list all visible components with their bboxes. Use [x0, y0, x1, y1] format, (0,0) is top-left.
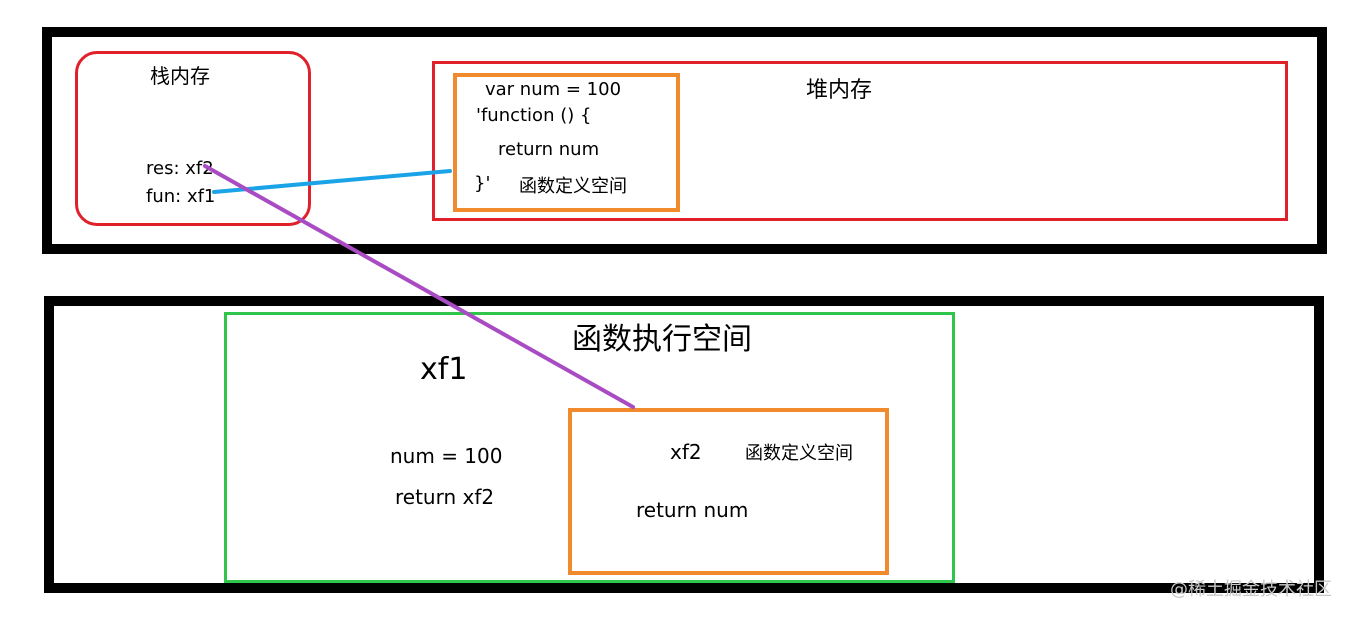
stack-fun-entry: fun: xf1	[146, 186, 216, 207]
stack-memory-box	[75, 51, 311, 226]
execution-function-name: xf1	[420, 352, 468, 387]
inner-function-definition-caption: 函数定义空间	[745, 443, 853, 464]
heap-memory-box	[432, 61, 1288, 221]
inner-function-name: xf2	[670, 440, 702, 464]
heap-code-line-3: return num	[498, 139, 600, 160]
execution-line-2: return xf2	[395, 485, 495, 509]
stack-memory-title: 栈内存	[150, 64, 210, 88]
inner-function-body: return num	[636, 498, 749, 522]
heap-function-definition-caption: 函数定义空间	[519, 176, 627, 197]
execution-line-1: num = 100	[390, 444, 503, 468]
stack-res-entry: res: xf2	[146, 158, 214, 179]
inner-function-definition-box	[568, 408, 889, 575]
heap-code-line-1: var num = 100	[485, 79, 622, 100]
heap-code-line-4: }'	[474, 173, 491, 194]
heap-memory-title: 堆内存	[806, 78, 873, 103]
function-execution-title: 函数执行空间	[572, 322, 752, 357]
watermark: @稀土掘金技术社区	[1170, 579, 1332, 600]
heap-code-line-2: 'function () {	[476, 105, 592, 126]
